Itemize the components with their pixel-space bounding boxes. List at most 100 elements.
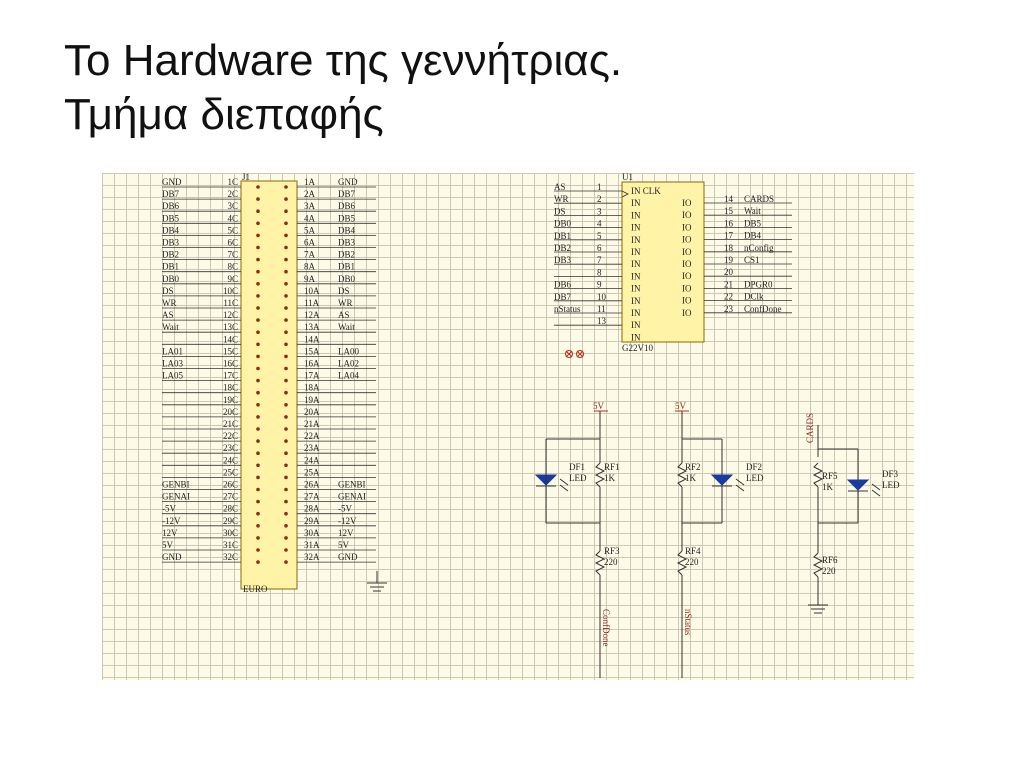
- connector-pin-dot: [284, 536, 288, 540]
- connector-left-signal: DB6: [162, 201, 180, 211]
- connector-right-signal: DB3: [338, 238, 356, 248]
- connector-pin-dot: [284, 209, 288, 213]
- connector-left-pin: 32C: [223, 552, 238, 562]
- pld-output-number: 16: [724, 218, 734, 228]
- pld-output-number: 21: [724, 279, 733, 289]
- connector-pin-dot: [284, 318, 288, 322]
- title-line-1: Το Hardware της γεννήτριας.: [64, 36, 623, 85]
- circuit-1-led-ref: DF1: [569, 462, 585, 472]
- connector-pin-dot: [284, 524, 288, 528]
- pld-output-label: IO: [682, 259, 692, 269]
- pld-output-signal: Wait: [744, 206, 761, 216]
- connector-pin-dot: [256, 378, 260, 383]
- connector-right-pin: 5A: [304, 225, 316, 235]
- connector-left-pin: 7C: [227, 250, 238, 260]
- circuit-2-led-ref: DF2: [746, 462, 762, 472]
- connector-left-signal: 12V: [162, 528, 178, 538]
- circuit-3-r2-val: 220: [822, 566, 836, 576]
- connector-right-pin: 18A: [304, 383, 320, 393]
- pld-input-number: 4: [597, 219, 602, 229]
- connector-left-pin: 8C: [227, 262, 238, 272]
- pld-output-signal: DB4: [744, 231, 762, 241]
- connector-right-pin: 3A: [304, 201, 316, 211]
- connector-right-signal: 5V: [338, 540, 350, 550]
- connector-pin-dot: [284, 487, 288, 492]
- connector-left-signal: GND: [162, 177, 182, 187]
- pld-input-label: IN: [631, 223, 641, 233]
- connector-right-signal: DB4: [338, 225, 356, 235]
- connector-pin-dot: [284, 233, 288, 238]
- connector-left-pin: 26C: [223, 480, 238, 490]
- connector-pin-dot: [256, 245, 260, 250]
- circuit-2-r2-ref: RF4: [685, 546, 701, 556]
- pld-output-label: IO: [682, 198, 692, 208]
- connector-pin-dot: [284, 269, 288, 274]
- pld-output-signal: DClk: [744, 292, 764, 302]
- connector-right-signal: DB5: [338, 213, 356, 223]
- led-circuit-2: [675, 410, 745, 678]
- connector-right-pin: 4A: [304, 213, 316, 223]
- connector-right-signal: 12V: [338, 528, 354, 538]
- connector-left-pin: 15C: [223, 346, 238, 356]
- connector-pin-dot: [284, 463, 288, 468]
- connector-pin-dot: [256, 524, 260, 528]
- pld-input-label: IN: [631, 271, 641, 281]
- pld-input-number: 2: [597, 194, 602, 204]
- circuit-3-r1-ref: RF5: [822, 471, 838, 481]
- connector-left-signal: -5V: [162, 504, 176, 514]
- connector-pin-dot: [284, 378, 288, 383]
- connector-right-pin: 20A: [304, 407, 320, 417]
- connector-left-pin: 5C: [227, 225, 238, 235]
- connector-pin-dot: [256, 548, 260, 552]
- pld-input-label: IN: [631, 284, 641, 294]
- connector-left-pin: 24C: [223, 455, 238, 465]
- led-circuit-2-labels: 5V DF2 LED RF2 1K RF4 220 nStatus: [675, 401, 764, 636]
- connector-pin-dot: [284, 499, 288, 504]
- connector-pin-dot: [284, 390, 288, 395]
- slide-title: Το Hardware της γεννήτριας. Τμήμα διεπαφ…: [64, 34, 964, 142]
- connector-pin-dot: [284, 330, 288, 334]
- pld-output-signal: CARDS: [744, 194, 774, 204]
- pld-ref: U1: [622, 173, 633, 182]
- connector-pin-dot: [284, 354, 288, 359]
- connector-right-signal: DB7: [338, 189, 356, 199]
- circuit-1-r1-ref: RF1: [604, 462, 620, 472]
- connector-pin-dot: [256, 185, 260, 189]
- led-circuit-1: [534, 410, 608, 678]
- circuit-3-vcc: CARDS: [805, 413, 815, 443]
- connector-pin-dot: [284, 451, 288, 456]
- pld-input-number: 3: [597, 206, 602, 216]
- pld-input-number: 13: [597, 316, 607, 326]
- connector-pin-dot: [256, 318, 260, 322]
- pld-input-signal: nStatus: [554, 304, 581, 314]
- connector-right-pin: 10A: [304, 286, 320, 296]
- connector-pin-dot: [256, 451, 260, 456]
- led-circuit-3: [808, 425, 881, 614]
- pld-output-label: IO: [682, 210, 692, 220]
- circuit-1-r2-val: 220: [604, 557, 618, 567]
- connector-pin-dot: [256, 415, 260, 419]
- circuit-1-r2-ref: RF3: [604, 546, 620, 556]
- pld-clock-marker: [621, 190, 629, 198]
- connector-right-signal: GND: [338, 552, 358, 562]
- circuit-2-led-type: LED: [746, 473, 764, 483]
